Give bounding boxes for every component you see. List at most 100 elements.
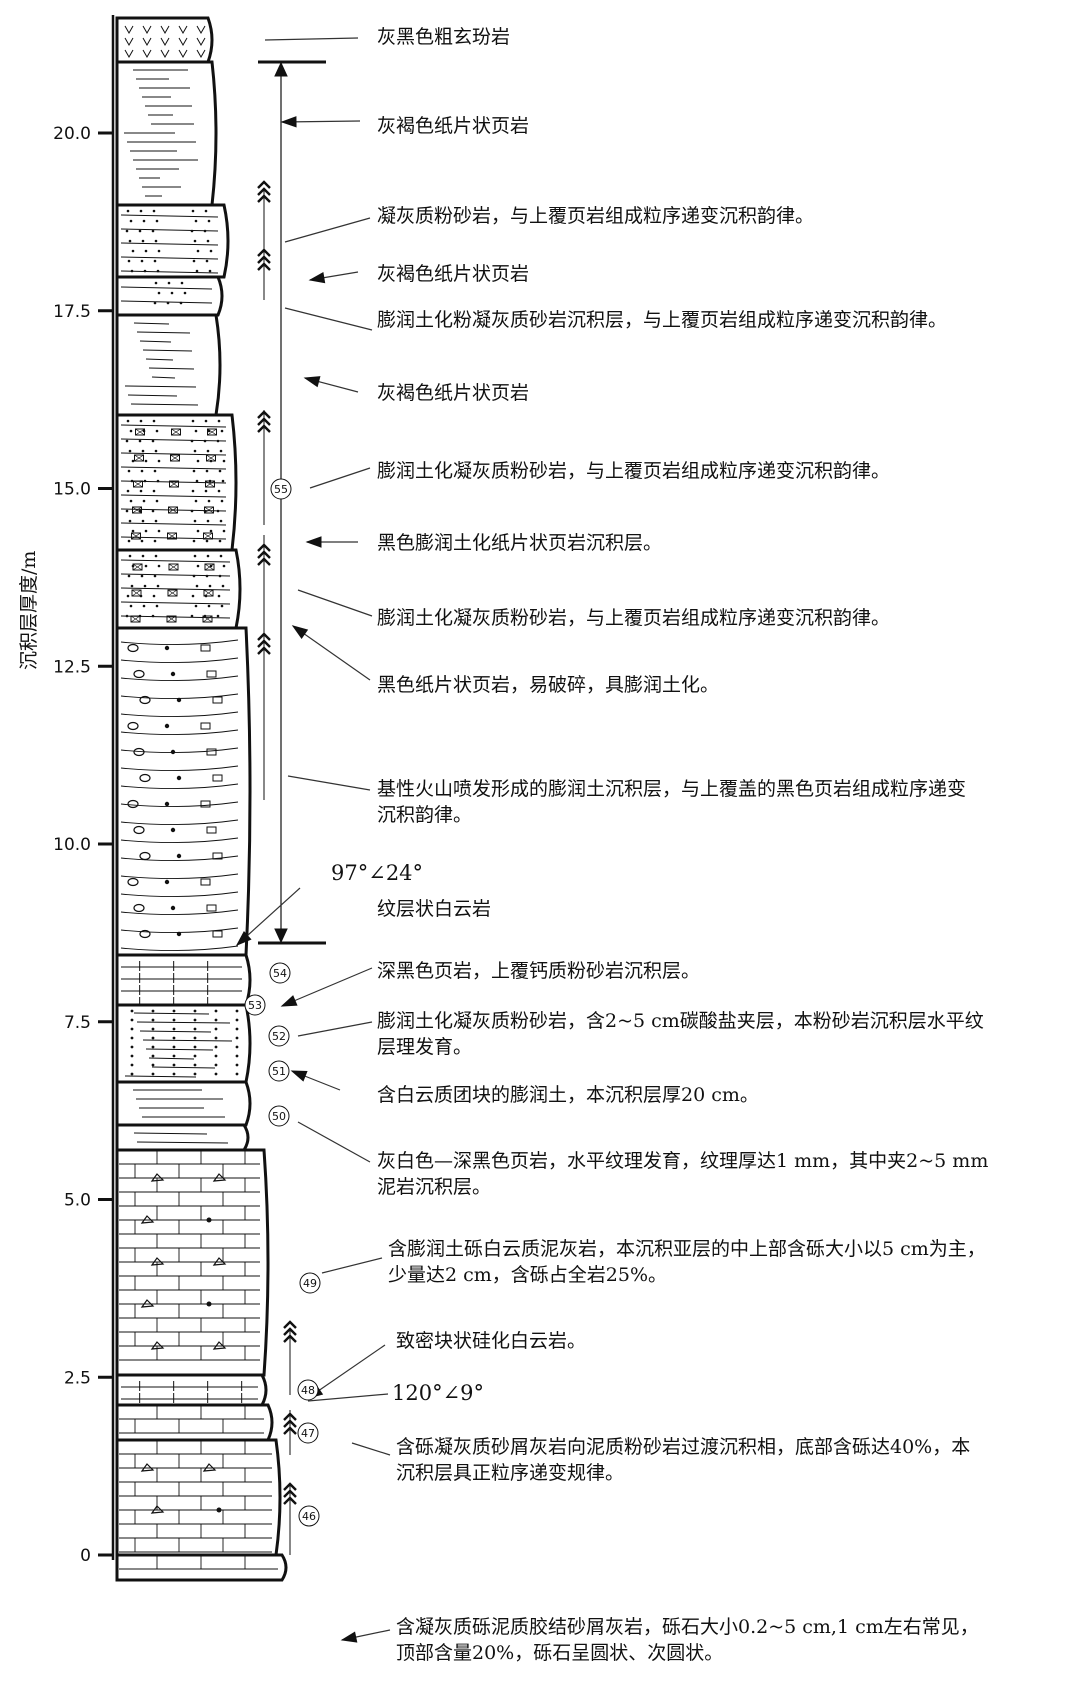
tuff-dot — [158, 565, 161, 568]
silt-dot — [236, 1019, 239, 1022]
dark-clast — [171, 906, 175, 910]
tick-label: 0 — [80, 1546, 91, 1566]
tuff-dot — [184, 292, 187, 295]
tuff-dot — [126, 615, 129, 618]
layer-outline — [117, 1082, 250, 1125]
axis-label: 沉积层厚度/m — [14, 551, 41, 670]
tuff-dot — [204, 230, 207, 233]
tuff-dot — [153, 210, 156, 213]
tuff-dot — [219, 540, 222, 543]
tuff-dot — [205, 210, 208, 213]
tuff-dot — [141, 470, 144, 473]
annotation-black-shale-1: 黑色膨润土化纸片状页岩沉积层。 — [377, 530, 662, 556]
tuff-dot — [205, 420, 208, 423]
tuff-dot — [207, 555, 210, 558]
silt-dot — [173, 1028, 176, 1031]
lithology-layer — [117, 1082, 250, 1125]
bed-number-marker: 55 — [271, 479, 291, 499]
tuff-dot — [157, 585, 160, 588]
silt-dot — [131, 1046, 134, 1049]
bed-number-marker: 49 — [300, 1273, 320, 1293]
lithology-layer — [117, 628, 250, 955]
tuff-dot — [152, 615, 155, 618]
tuff-dot — [156, 220, 159, 223]
tuff-dot — [127, 490, 130, 493]
tuff-dot — [195, 605, 198, 608]
tuff-dot — [129, 450, 132, 453]
tick-label: 7.5 — [64, 1013, 91, 1033]
tuff-dot — [220, 520, 223, 523]
silt-dot — [236, 1010, 239, 1013]
tuff-dot — [196, 480, 199, 483]
tuff-dot — [209, 585, 212, 588]
silt-dot — [152, 1064, 155, 1067]
silt-dot — [173, 1046, 176, 1049]
silt-dot — [152, 1028, 155, 1031]
silt-dot — [215, 1046, 218, 1049]
tuff-dot — [195, 220, 198, 223]
dark-clast — [177, 932, 181, 936]
silt-dot — [173, 1064, 176, 1067]
silt-dot — [215, 1028, 218, 1031]
tuff-dot — [206, 470, 209, 473]
tuff-dot — [223, 565, 226, 568]
silt-dot — [194, 1037, 197, 1040]
tuff-dot — [191, 230, 194, 233]
layer-outline — [117, 955, 250, 1005]
bed-number: 51 — [272, 1065, 286, 1078]
tick-label: 17.5 — [53, 302, 91, 322]
bed-number-marker: 50 — [269, 1106, 289, 1126]
layer-outline — [117, 315, 220, 415]
lithology-layer — [117, 1150, 268, 1375]
cycle-arrow-down — [275, 929, 287, 942]
tuff-dot — [131, 585, 134, 588]
bed-number: 52 — [272, 1030, 286, 1043]
silt-dot — [131, 1055, 134, 1058]
tuff-dot — [128, 575, 131, 578]
tuff-dot — [195, 500, 198, 503]
tuff-dot — [141, 575, 144, 578]
silt-dot — [152, 1046, 155, 1049]
annotation-shale-2: 灰褐色纸片状页岩 — [377, 261, 529, 287]
annotation-tuff-siltstone-2: 膨润土化凝灰质粉砂岩，与上覆页岩组成粒序递变沉积韵律。 — [377, 458, 890, 484]
tuff-dot — [210, 250, 213, 253]
lithology-layer — [117, 18, 212, 62]
bed-number-marker: 52 — [269, 1026, 289, 1046]
tuff-dot — [130, 430, 133, 433]
tuff-dot — [204, 440, 207, 443]
tuff-dot — [158, 460, 161, 463]
lithology-layer — [117, 1005, 250, 1082]
tuff-dot — [132, 530, 135, 533]
annotation-bentonite-sandstone: 膨润土化粉凝灰质砂岩沉积层，与上覆页岩组成粒序递变沉积韵律。 — [377, 307, 977, 333]
bed-number: 53 — [248, 999, 262, 1012]
cycle-arrow-up — [275, 63, 287, 76]
silt-dot — [215, 1019, 218, 1022]
annotation-bentonite-layer: 基性火山喷发形成的膨润土沉积层，与上覆盖的黑色页岩组成粒序递变沉积韵律。 — [377, 776, 977, 828]
tuff-dot — [191, 510, 194, 513]
chevron — [258, 182, 270, 188]
tuff-dot — [219, 575, 222, 578]
tuff-dot — [144, 480, 147, 483]
tuff-dot — [206, 540, 209, 543]
leader-arrowhead — [282, 996, 297, 1006]
tuff-dot — [128, 260, 131, 263]
tuff-dot — [131, 270, 134, 273]
annotation-tuff-siltstone-3: 膨润土化凝灰质粉砂岩，与上覆页岩组成粒序递变沉积韵律。 — [377, 605, 890, 631]
tick-label: 20.0 — [53, 124, 91, 144]
silt-dot — [131, 1028, 134, 1031]
tuff-dot — [155, 520, 158, 523]
silt-dot — [194, 1019, 197, 1022]
tuff-dot — [132, 460, 135, 463]
silt-dot — [215, 1010, 218, 1013]
tuff-dot — [193, 540, 196, 543]
bed-number: 47 — [301, 1427, 315, 1440]
annotation-shale-3: 灰褐色纸片状页岩 — [377, 380, 529, 406]
tuff-dot — [223, 460, 226, 463]
tuff-dot — [221, 430, 224, 433]
tuff-dot — [154, 575, 157, 578]
leader-arrowhead — [307, 537, 321, 547]
tuff-dot — [156, 430, 159, 433]
bed-number-marker: 46 — [299, 1506, 319, 1526]
silt-dot — [236, 1064, 239, 1067]
tuff-dot — [127, 210, 130, 213]
